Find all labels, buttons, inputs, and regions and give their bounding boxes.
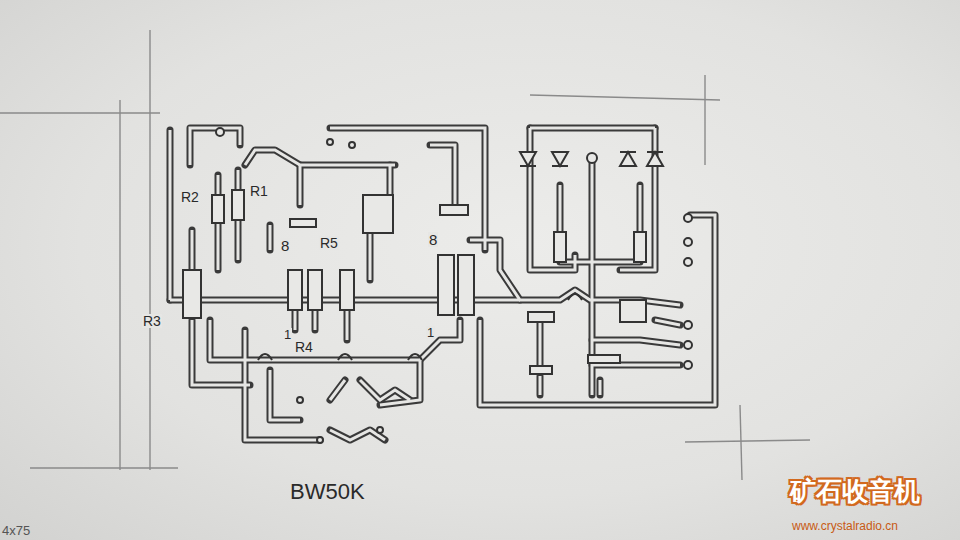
jumper-arcs	[258, 294, 582, 360]
watermark-url: www.crystalradio.cn	[792, 520, 898, 532]
part-label: R1	[249, 184, 269, 198]
pin-number: 1	[283, 328, 292, 341]
pin-number: 8	[428, 232, 438, 247]
margin-note: 4x75	[2, 524, 30, 537]
watermark: 矿石收音机	[790, 478, 920, 504]
part-label: R4	[294, 340, 314, 354]
frame-marks	[0, 30, 810, 480]
pin-number: 1	[426, 326, 435, 339]
part-value: BW50K	[290, 481, 365, 503]
part-label: R2	[180, 190, 200, 204]
part-label: R3	[142, 314, 162, 328]
pads	[216, 128, 692, 443]
pin-number: 8	[280, 238, 290, 253]
part-label: R5	[319, 236, 339, 250]
component-bodies	[183, 190, 646, 374]
diode-symbols	[520, 152, 663, 166]
